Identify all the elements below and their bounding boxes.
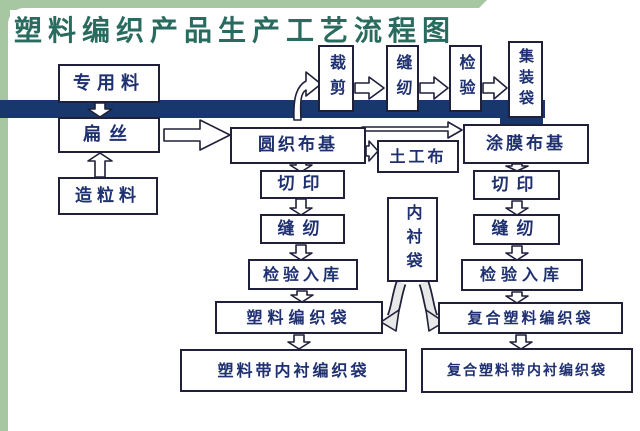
arrow-inspection-to-bag-left-icon <box>290 290 314 303</box>
node-sewing-right: 缝纫 <box>473 214 560 245</box>
arrow-special-to-flat-icon <box>87 102 113 118</box>
node-sewing-left: 缝纫 <box>260 214 345 244</box>
node-special-material: 专用料 <box>58 64 160 103</box>
node-inspection-top: 检验 <box>449 45 482 112</box>
node-circular-woven-base: 圆织布基 <box>230 127 366 164</box>
arrow-sewing-to-inspection-right-icon <box>505 245 529 261</box>
arrow-curve-to-cutting-icon <box>293 71 322 121</box>
node-inspection-storage-left: 检验入库 <box>248 259 358 290</box>
arrow-liner-curl-right-icon <box>418 281 445 332</box>
node-composite-lined-woven-bag: 复合塑料带内衬编织袋 <box>421 348 633 393</box>
green-frame-top <box>0 0 487 10</box>
node-cutting: 裁剪 <box>318 45 354 112</box>
node-liner-bag: 内衬袋 <box>387 197 438 282</box>
arrow-cutprint-to-sewing-left-icon <box>289 198 313 216</box>
arrow-inspection-to-bag-right-icon <box>505 291 529 304</box>
node-cut-print-left: 切印 <box>260 170 345 199</box>
arrow-inspection-to-container-icon <box>482 76 508 100</box>
arrow-liner-curl-left-icon <box>380 281 407 332</box>
node-flat-yarn: 扁丝 <box>58 117 160 153</box>
node-coated-film-base: 涂膜布基 <box>463 124 589 164</box>
diagram-title: 塑料编织产品生产工艺流程图 <box>14 14 457 47</box>
navy-band-notch <box>500 118 543 126</box>
green-frame-left <box>0 0 10 431</box>
arrow-bag-to-lined-right-icon <box>509 334 533 350</box>
arrow-bag-to-lined-left-icon <box>287 334 311 350</box>
arrow-cutting-to-sewing-icon <box>354 76 385 100</box>
arrow-flat-to-circular-icon <box>163 119 231 151</box>
node-plastic-lined-woven-bag: 塑料带内衬编织袋 <box>180 349 407 392</box>
node-sewing-top: 缝纫 <box>386 45 419 112</box>
node-composite-woven-bag: 复合塑料编织袋 <box>438 302 623 334</box>
arrow-circular-to-coated-icon <box>361 121 463 139</box>
node-container-bag: 集装袋 <box>508 41 543 118</box>
node-plastic-woven-bag: 塑料编织袋 <box>215 301 383 334</box>
node-cut-print-right: 切印 <box>473 170 560 200</box>
arrow-sewing-to-inspection-icon <box>419 76 449 100</box>
arrow-granule-to-flat-icon <box>87 152 113 178</box>
node-geotextile: 土工布 <box>377 140 459 173</box>
arrow-cutprint-to-sewing-right-icon <box>505 200 529 216</box>
node-inspection-storage-right: 检验入库 <box>461 259 583 291</box>
arrow-coated-to-cutprint-right-icon <box>505 163 529 172</box>
arrow-circular-to-geotextile-icon <box>365 140 379 162</box>
arrow-sewing-to-inspection-left-icon <box>289 244 313 261</box>
node-granule-material: 造粒料 <box>58 177 158 215</box>
